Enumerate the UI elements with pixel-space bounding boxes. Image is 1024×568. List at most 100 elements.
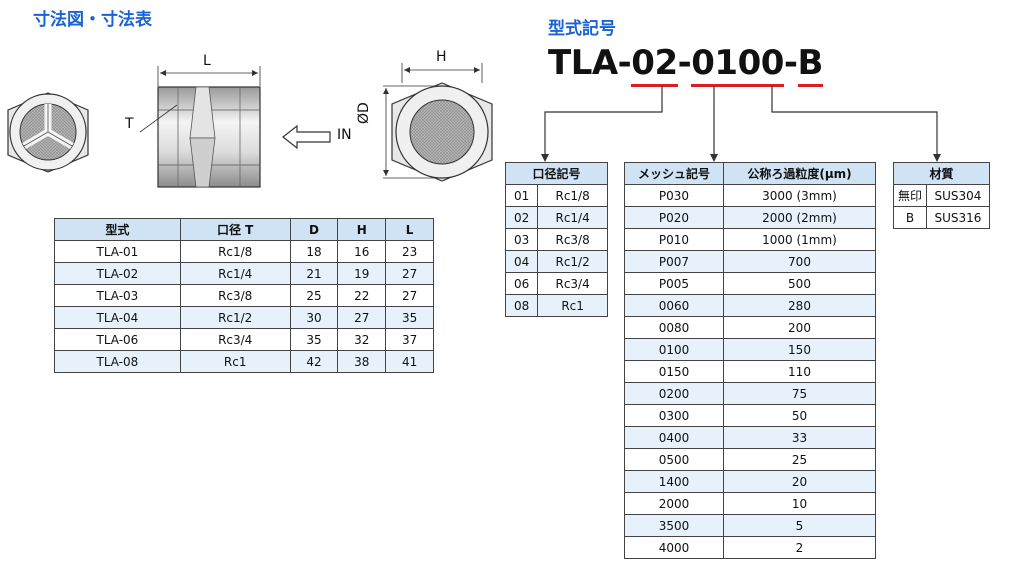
port-cell: 04: [504, 250, 539, 273]
dims-heading: 寸法図・寸法表: [33, 10, 152, 30]
mesh-cell: 0300: [624, 404, 724, 427]
model-code-part: -: [783, 43, 798, 83]
dim-cell: 22: [337, 284, 387, 307]
dim-cell: 38: [337, 350, 387, 373]
dim-cell: 37: [385, 328, 434, 351]
model-code-part: -: [677, 43, 692, 83]
dim-cell: 27: [337, 306, 387, 329]
mesh-cell: 33: [723, 426, 876, 449]
dim-cell: TLA-06: [54, 328, 181, 351]
material-table-title: 材質: [893, 162, 990, 185]
dimension-drawing: [7, 63, 493, 188]
label-t: T: [125, 116, 134, 132]
mesh-cell: 50: [723, 404, 876, 427]
dim-cell: Rc1/4: [179, 262, 291, 285]
mesh-cell: 20: [723, 470, 876, 493]
port-cell: Rc1/8: [537, 184, 608, 207]
dim-cell: 18: [289, 240, 339, 263]
mesh-cell: 2000 (2mm): [723, 206, 876, 229]
dim-col-header: D: [289, 218, 339, 241]
dim-cell: Rc3/4: [179, 328, 291, 351]
dim-cell: 27: [385, 262, 434, 285]
model-code: TLA-02-0100-B: [548, 43, 823, 87]
dim-col-header: L: [385, 218, 434, 241]
dim-cell: 27: [385, 284, 434, 307]
dim-col-header: 口径 T: [179, 218, 291, 241]
right-end-view: [383, 63, 493, 182]
port-cell: 06: [504, 272, 539, 295]
mesh-cell: 0060: [624, 294, 724, 317]
mesh-cell: 2000: [624, 492, 724, 515]
mesh-cell: 0150: [624, 360, 724, 383]
mesh-col-header: メッシュ記号: [624, 162, 724, 185]
mesh-cell: 700: [723, 250, 876, 273]
dim-cell: 23: [385, 240, 434, 263]
port-cell: Rc3/4: [537, 272, 608, 295]
dim-cell: 16: [337, 240, 387, 263]
port-table-title: 口径記号: [505, 162, 608, 185]
dim-cell: 30: [289, 306, 339, 329]
port-cell: 03: [504, 228, 539, 251]
mesh-cell: 1000 (1mm): [723, 228, 876, 251]
label-h: H: [436, 49, 447, 65]
dim-cell: Rc1: [179, 350, 291, 373]
mesh-cell: P010: [624, 228, 724, 251]
code-connectors: [541, 86, 941, 162]
dim-cell: TLA-03: [54, 284, 181, 307]
mesh-cell: 75: [723, 382, 876, 405]
mesh-cell: 200: [723, 316, 876, 339]
mesh-cell: 150: [723, 338, 876, 361]
mesh-col-header: 公称ろ過粒度(μm): [723, 162, 876, 185]
material-cell: 無印: [893, 184, 927, 207]
dim-cell: TLA-02: [54, 262, 181, 285]
dim-cell: 21: [289, 262, 339, 285]
mesh-cell: 0100: [624, 338, 724, 361]
dim-cell: Rc1/8: [179, 240, 291, 263]
dim-cell: 41: [385, 350, 434, 373]
port-cell: Rc1/4: [537, 206, 608, 229]
mesh-cell: 3500: [624, 514, 724, 537]
side-view: [139, 66, 261, 188]
left-end-view: [7, 92, 89, 173]
port-cell: 02: [504, 206, 539, 229]
port-cell: 01: [504, 184, 539, 207]
mesh-cell: 280: [723, 294, 876, 317]
dim-cell: 19: [337, 262, 387, 285]
mesh-cell: P030: [624, 184, 724, 207]
model-code-part: 02: [631, 43, 678, 87]
mesh-cell: 0400: [624, 426, 724, 449]
mesh-cell: 3000 (3mm): [723, 184, 876, 207]
mesh-cell: P007: [624, 250, 724, 273]
inlet-arrow-icon: [282, 124, 331, 150]
label-l: L: [203, 53, 211, 69]
mesh-cell: 0080: [624, 316, 724, 339]
mesh-cell: 2: [723, 536, 876, 559]
model-heading: 型式記号: [548, 19, 616, 39]
